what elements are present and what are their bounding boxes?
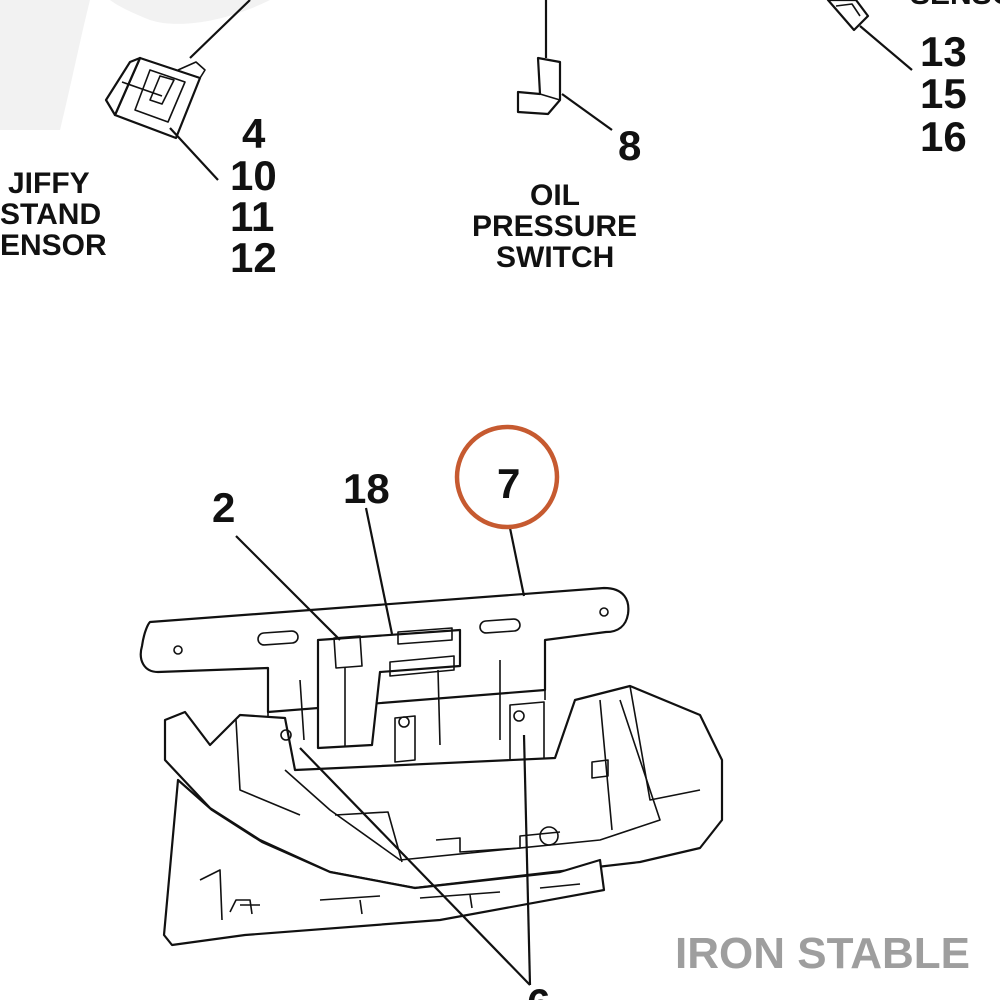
callout-13: 13 bbox=[920, 28, 967, 75]
oil-label-line1: OIL bbox=[530, 179, 580, 212]
callout-16: 16 bbox=[920, 113, 967, 160]
callout-15: 15 bbox=[920, 70, 967, 117]
callout-8: 8 bbox=[618, 122, 641, 169]
jiffy-label-line3: ENSOR bbox=[0, 229, 107, 262]
jiffy-stand-sensor-drawing bbox=[104, 0, 251, 181]
callout-4: 4 bbox=[242, 110, 266, 157]
leader-7 bbox=[508, 527, 526, 597]
sensor-label-cut: SENSO bbox=[910, 0, 1000, 11]
callout-6: 6 bbox=[527, 980, 550, 1000]
callout-2: 2 bbox=[212, 484, 235, 531]
background-swoosh-2 bbox=[110, 0, 270, 24]
oil-label-line2: PRESSURE bbox=[472, 210, 637, 243]
jiffy-label-line2: STAND bbox=[0, 198, 101, 231]
leader-2 bbox=[235, 535, 341, 641]
leader-18 bbox=[364, 507, 394, 635]
callout-12: 12 bbox=[230, 234, 277, 281]
leader-6a bbox=[522, 734, 532, 986]
oil-label-line3: SWITCH bbox=[496, 241, 614, 274]
callout-18: 18 bbox=[343, 465, 390, 512]
jiffy-label-line1: JIFFY bbox=[8, 167, 90, 200]
top-right-sensor-drawing bbox=[826, 0, 913, 71]
callout-7: 7 bbox=[497, 460, 520, 507]
callout-11: 11 bbox=[230, 193, 274, 240]
tray-lower-panel bbox=[162, 778, 606, 947]
oil-pressure-switch-drawing bbox=[516, 0, 613, 131]
tray-assembly-drawing bbox=[139, 586, 724, 947]
background-swoosh bbox=[0, 0, 90, 130]
highlight-circle bbox=[454, 424, 560, 530]
callout-10: 10 bbox=[230, 152, 277, 199]
watermark: IRON STABLE bbox=[675, 929, 970, 978]
leader-6b bbox=[299, 747, 531, 986]
